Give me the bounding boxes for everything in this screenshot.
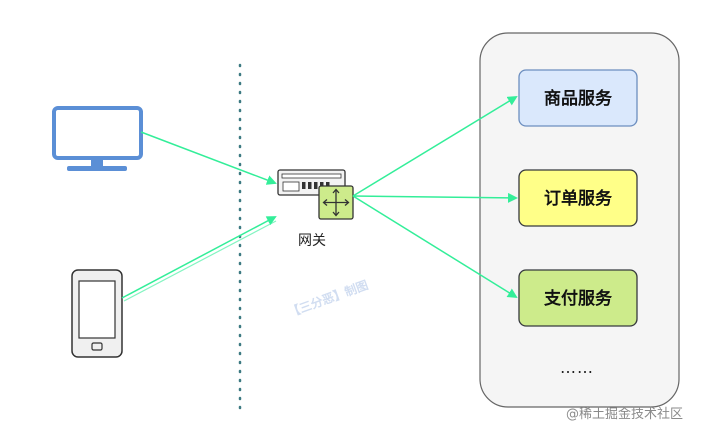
service-label: 商品服务 (544, 88, 613, 109)
service-box-3: 支付服务 (518, 269, 638, 327)
site-watermark: @稀土掘金技术社区 (566, 406, 683, 422)
gateway-label: 网关 (298, 233, 326, 249)
service-rect (518, 269, 638, 327)
service-rect (518, 69, 638, 127)
monitor-icon (52, 106, 143, 171)
connectors (121, 95, 518, 302)
service-box-2: 订单服务 (518, 169, 638, 227)
arrow-mobile-to-gateway (121, 216, 277, 299)
service-box-1: 商品服务 (518, 69, 638, 127)
more-services-ellipsis: …… (560, 358, 594, 377)
router-icon (277, 169, 354, 220)
arrow-gateway-to-service-3 (352, 195, 518, 299)
author-stamp: 【三分恶】制图 (286, 277, 370, 320)
service-label: 订单服务 (544, 188, 613, 209)
arrow-desktop-to-gateway (140, 131, 277, 185)
service-rect (518, 169, 638, 227)
phone-icon (71, 269, 123, 358)
arrow-gateway-to-service-2 (352, 192, 518, 203)
arrow-mobile-to-gateway-shadow (123, 220, 277, 302)
service-label: 支付服务 (544, 288, 613, 309)
arrow-gateway-to-service-1 (352, 95, 518, 197)
